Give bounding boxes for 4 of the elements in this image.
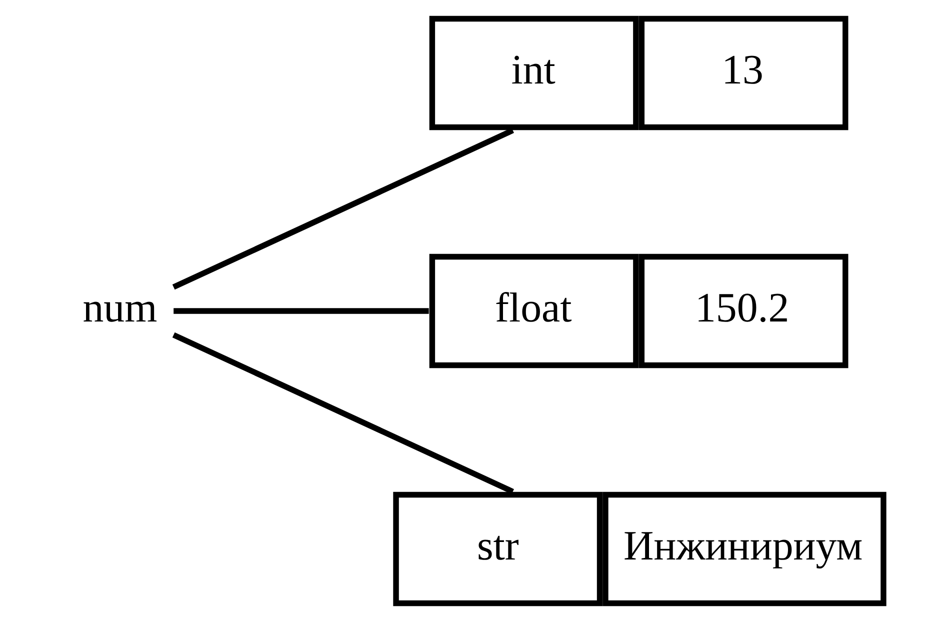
connector bbox=[172, 128, 514, 290]
node-text: num bbox=[82, 286, 157, 332]
connector bbox=[173, 308, 428, 314]
connector bbox=[172, 332, 514, 494]
